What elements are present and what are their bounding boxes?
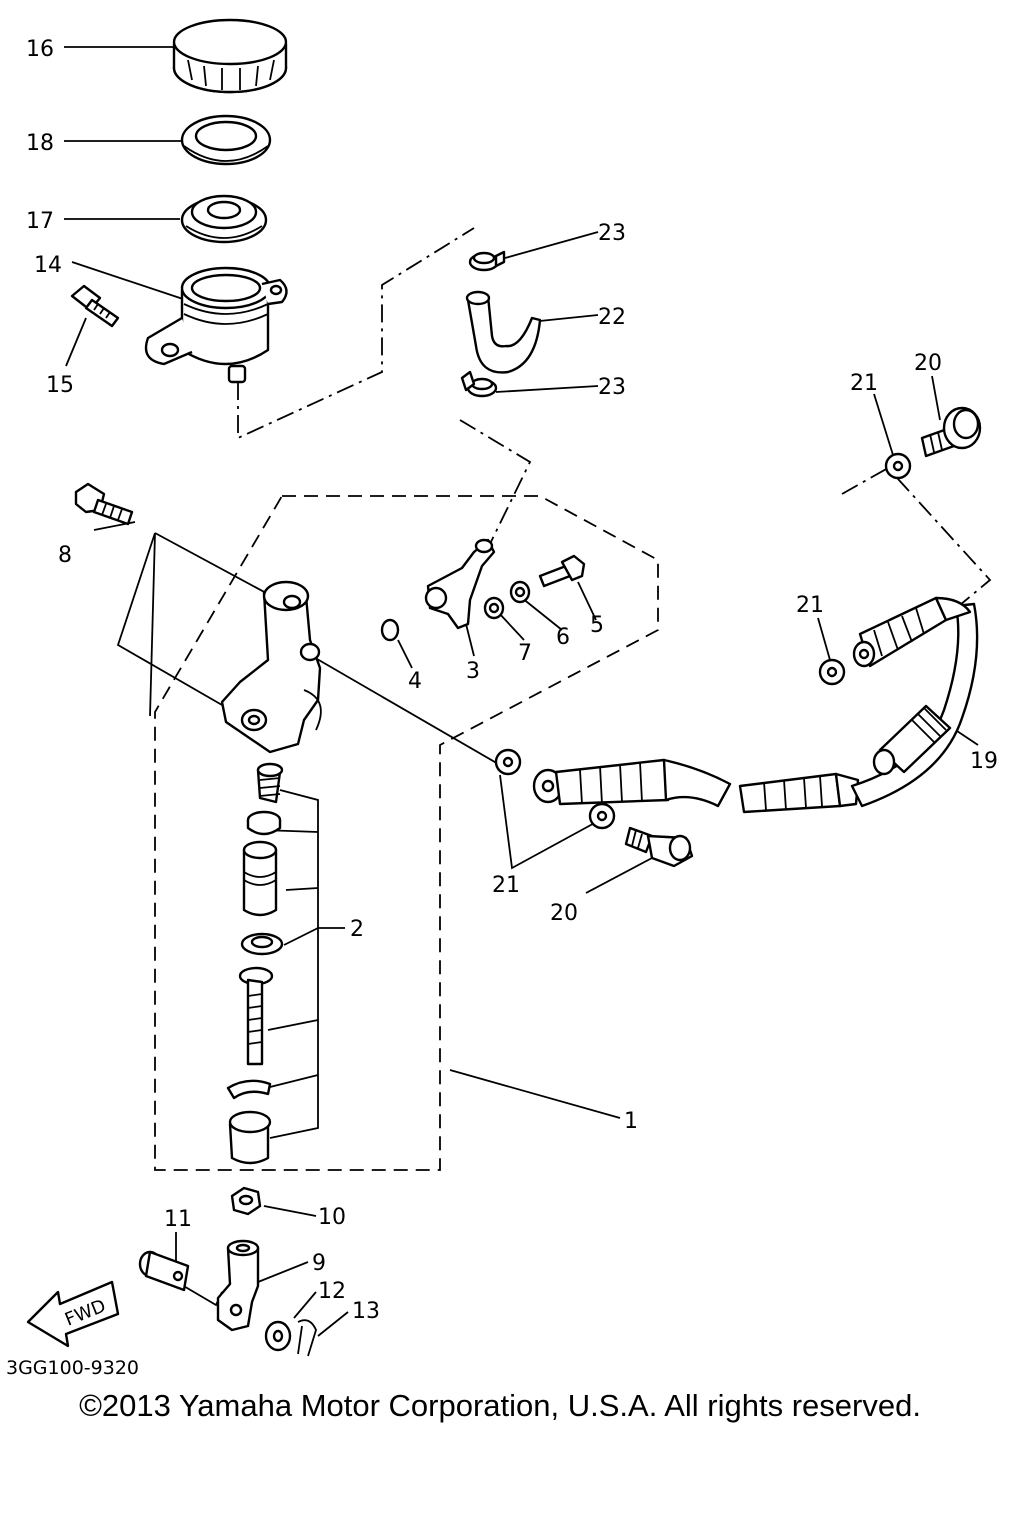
copper-washer-upper (884, 452, 912, 480)
cotter-pin (297, 1319, 317, 1357)
callout-10: 10 (318, 1205, 346, 1230)
forward-direction-arrow: FWD (26, 1280, 120, 1348)
copper-washer-lower-right (588, 802, 616, 830)
hose-joint (424, 538, 496, 630)
leader-lines (64, 46, 979, 1337)
hose-routing-lines (237, 227, 992, 606)
clevis-pin (138, 1250, 190, 1292)
callout-labels: 16 18 17 14 15 23 22 23 21 20 8 5 6 7 3 … (6, 37, 998, 1379)
push-rod-clevis (216, 1239, 260, 1332)
copper-washer-mid (818, 658, 846, 686)
callout-1: 1 (624, 1109, 638, 1134)
callout-7: 7 (518, 641, 532, 666)
plain-washer (264, 1320, 292, 1352)
callout-19: 19 (970, 749, 998, 774)
callout-20-lower: 20 (550, 901, 578, 926)
callout-12: 12 (318, 1279, 346, 1304)
adjuster-nut (230, 1186, 262, 1216)
callout-15: 15 (46, 373, 74, 398)
callout-5: 5 (590, 613, 604, 638)
callout-16: 16 (26, 37, 54, 62)
callout-18: 18 (26, 131, 54, 156)
piston-kit (226, 762, 284, 1165)
callout-21-lower: 21 (492, 873, 520, 898)
callout-20-upper: 20 (914, 351, 942, 376)
assembly-boundary (154, 495, 659, 1171)
callout-11: 11 (164, 1207, 192, 1232)
copper-washer-lower-left (494, 748, 522, 776)
callout-8: 8 (58, 543, 72, 568)
union-bolt-lower (624, 826, 694, 868)
callout-6: 6 (556, 625, 570, 650)
callout-17: 17 (26, 209, 54, 234)
copyright-notice: ©2013 Yamaha Motor Corporation, U.S.A. A… (79, 1388, 921, 1423)
hose-clamp-upper (468, 250, 506, 272)
hose-clamp-lower (460, 370, 498, 398)
callout-21-mid: 21 (796, 593, 824, 618)
callout-23-upper: 23 (598, 221, 626, 246)
callout-2: 2 (350, 917, 364, 942)
callout-9: 9 (312, 1251, 326, 1276)
reservoir-screw (70, 284, 120, 328)
master-cylinder-body (220, 580, 322, 754)
brake-hose (532, 596, 979, 814)
callout-21-upper: 21 (850, 371, 878, 396)
reservoir-cap (172, 18, 288, 94)
callout-14: 14 (34, 253, 62, 278)
copper-washer-7 (483, 596, 505, 620)
diaphragm (180, 114, 272, 166)
drawing-code: 3GG100-9320 (6, 1357, 139, 1379)
mounting-bolt (74, 482, 134, 526)
o-ring (380, 618, 400, 642)
reservoir-tank (144, 266, 288, 384)
callout-13: 13 (352, 1299, 380, 1324)
union-bolt-small (538, 554, 586, 588)
diaphragm-holder (180, 194, 268, 244)
copper-washer-6 (509, 580, 531, 604)
callout-3: 3 (466, 659, 480, 684)
callout-4: 4 (408, 669, 422, 694)
union-bolt-upper (920, 406, 982, 458)
callout-23-lower: 23 (598, 375, 626, 400)
callout-22: 22 (598, 305, 626, 330)
reservoir-hose (465, 290, 542, 374)
